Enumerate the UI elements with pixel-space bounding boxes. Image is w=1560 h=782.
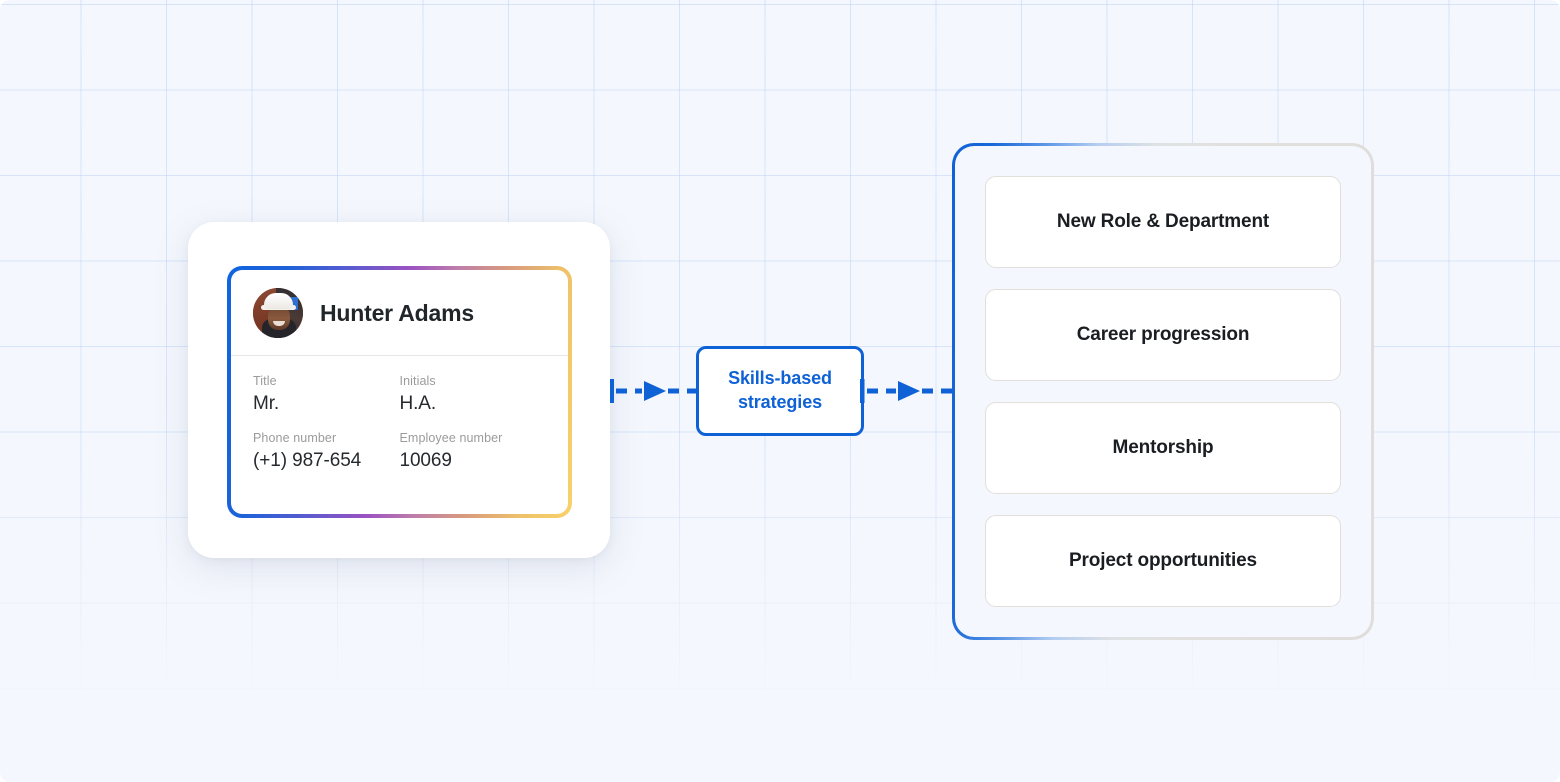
field-title: Title Mr. [253, 374, 400, 415]
field-employee-number: Employee number 10069 [400, 431, 547, 472]
contact-card-fields: Title Mr. Initials H.A. Phone number (+1… [231, 356, 568, 492]
contact-card-header: Hunter Adams [231, 270, 568, 356]
outcome-label: Project opportunities [1069, 550, 1257, 571]
outcome-item-project-opportunities[interactable]: Project opportunities [985, 515, 1341, 607]
avatar-bg-accent [290, 297, 298, 310]
outcome-label: New Role & Department [1056, 211, 1270, 232]
outcome-label: Career progression [1076, 324, 1250, 345]
outcome-item-mentorship[interactable]: Mentorship [985, 402, 1341, 494]
connector-arrow-left-icon [610, 379, 706, 403]
outcome-label: Mentorship [1112, 437, 1214, 458]
outcome-item-new-role-department[interactable]: New Role & Department [985, 176, 1341, 268]
field-label: Phone number [253, 431, 337, 445]
field-phone-number: Phone number (+1) 987-654 [253, 431, 400, 472]
center-node-label: Skills-based strategies [718, 367, 842, 415]
field-label: Title [253, 374, 277, 388]
field-value: 10069 [399, 450, 452, 471]
avatar [253, 288, 303, 338]
field-value: (+1) 987-654 [253, 450, 362, 471]
center-node-line-2: strategies [737, 392, 823, 412]
contact-card[interactable]: Hunter Adams Title Mr. Initials H.A. Pho… [227, 266, 572, 518]
center-node-skills-based-strategies[interactable]: Skills-based strategies [696, 346, 864, 436]
outcomes-panel: New Role & Department Career progression… [952, 143, 1374, 640]
avatar-smile [273, 321, 285, 326]
field-value: Mr. [253, 393, 280, 414]
contact-card-inner: Hunter Adams Title Mr. Initials H.A. Pho… [231, 270, 568, 514]
field-initials: Initials H.A. [400, 374, 547, 415]
field-label: Initials [399, 374, 436, 388]
outcome-item-career-progression[interactable]: Career progression [985, 289, 1341, 381]
outcomes-list: New Role & Department Career progression… [955, 146, 1371, 637]
center-node-line-1: Skills-based [728, 368, 832, 389]
field-value: H.A. [399, 393, 437, 414]
avatar-hardhat [264, 293, 293, 309]
connector-arrow-right-icon [860, 379, 958, 403]
field-label: Employee number [399, 431, 503, 445]
contact-name: Hunter Adams [320, 299, 474, 326]
